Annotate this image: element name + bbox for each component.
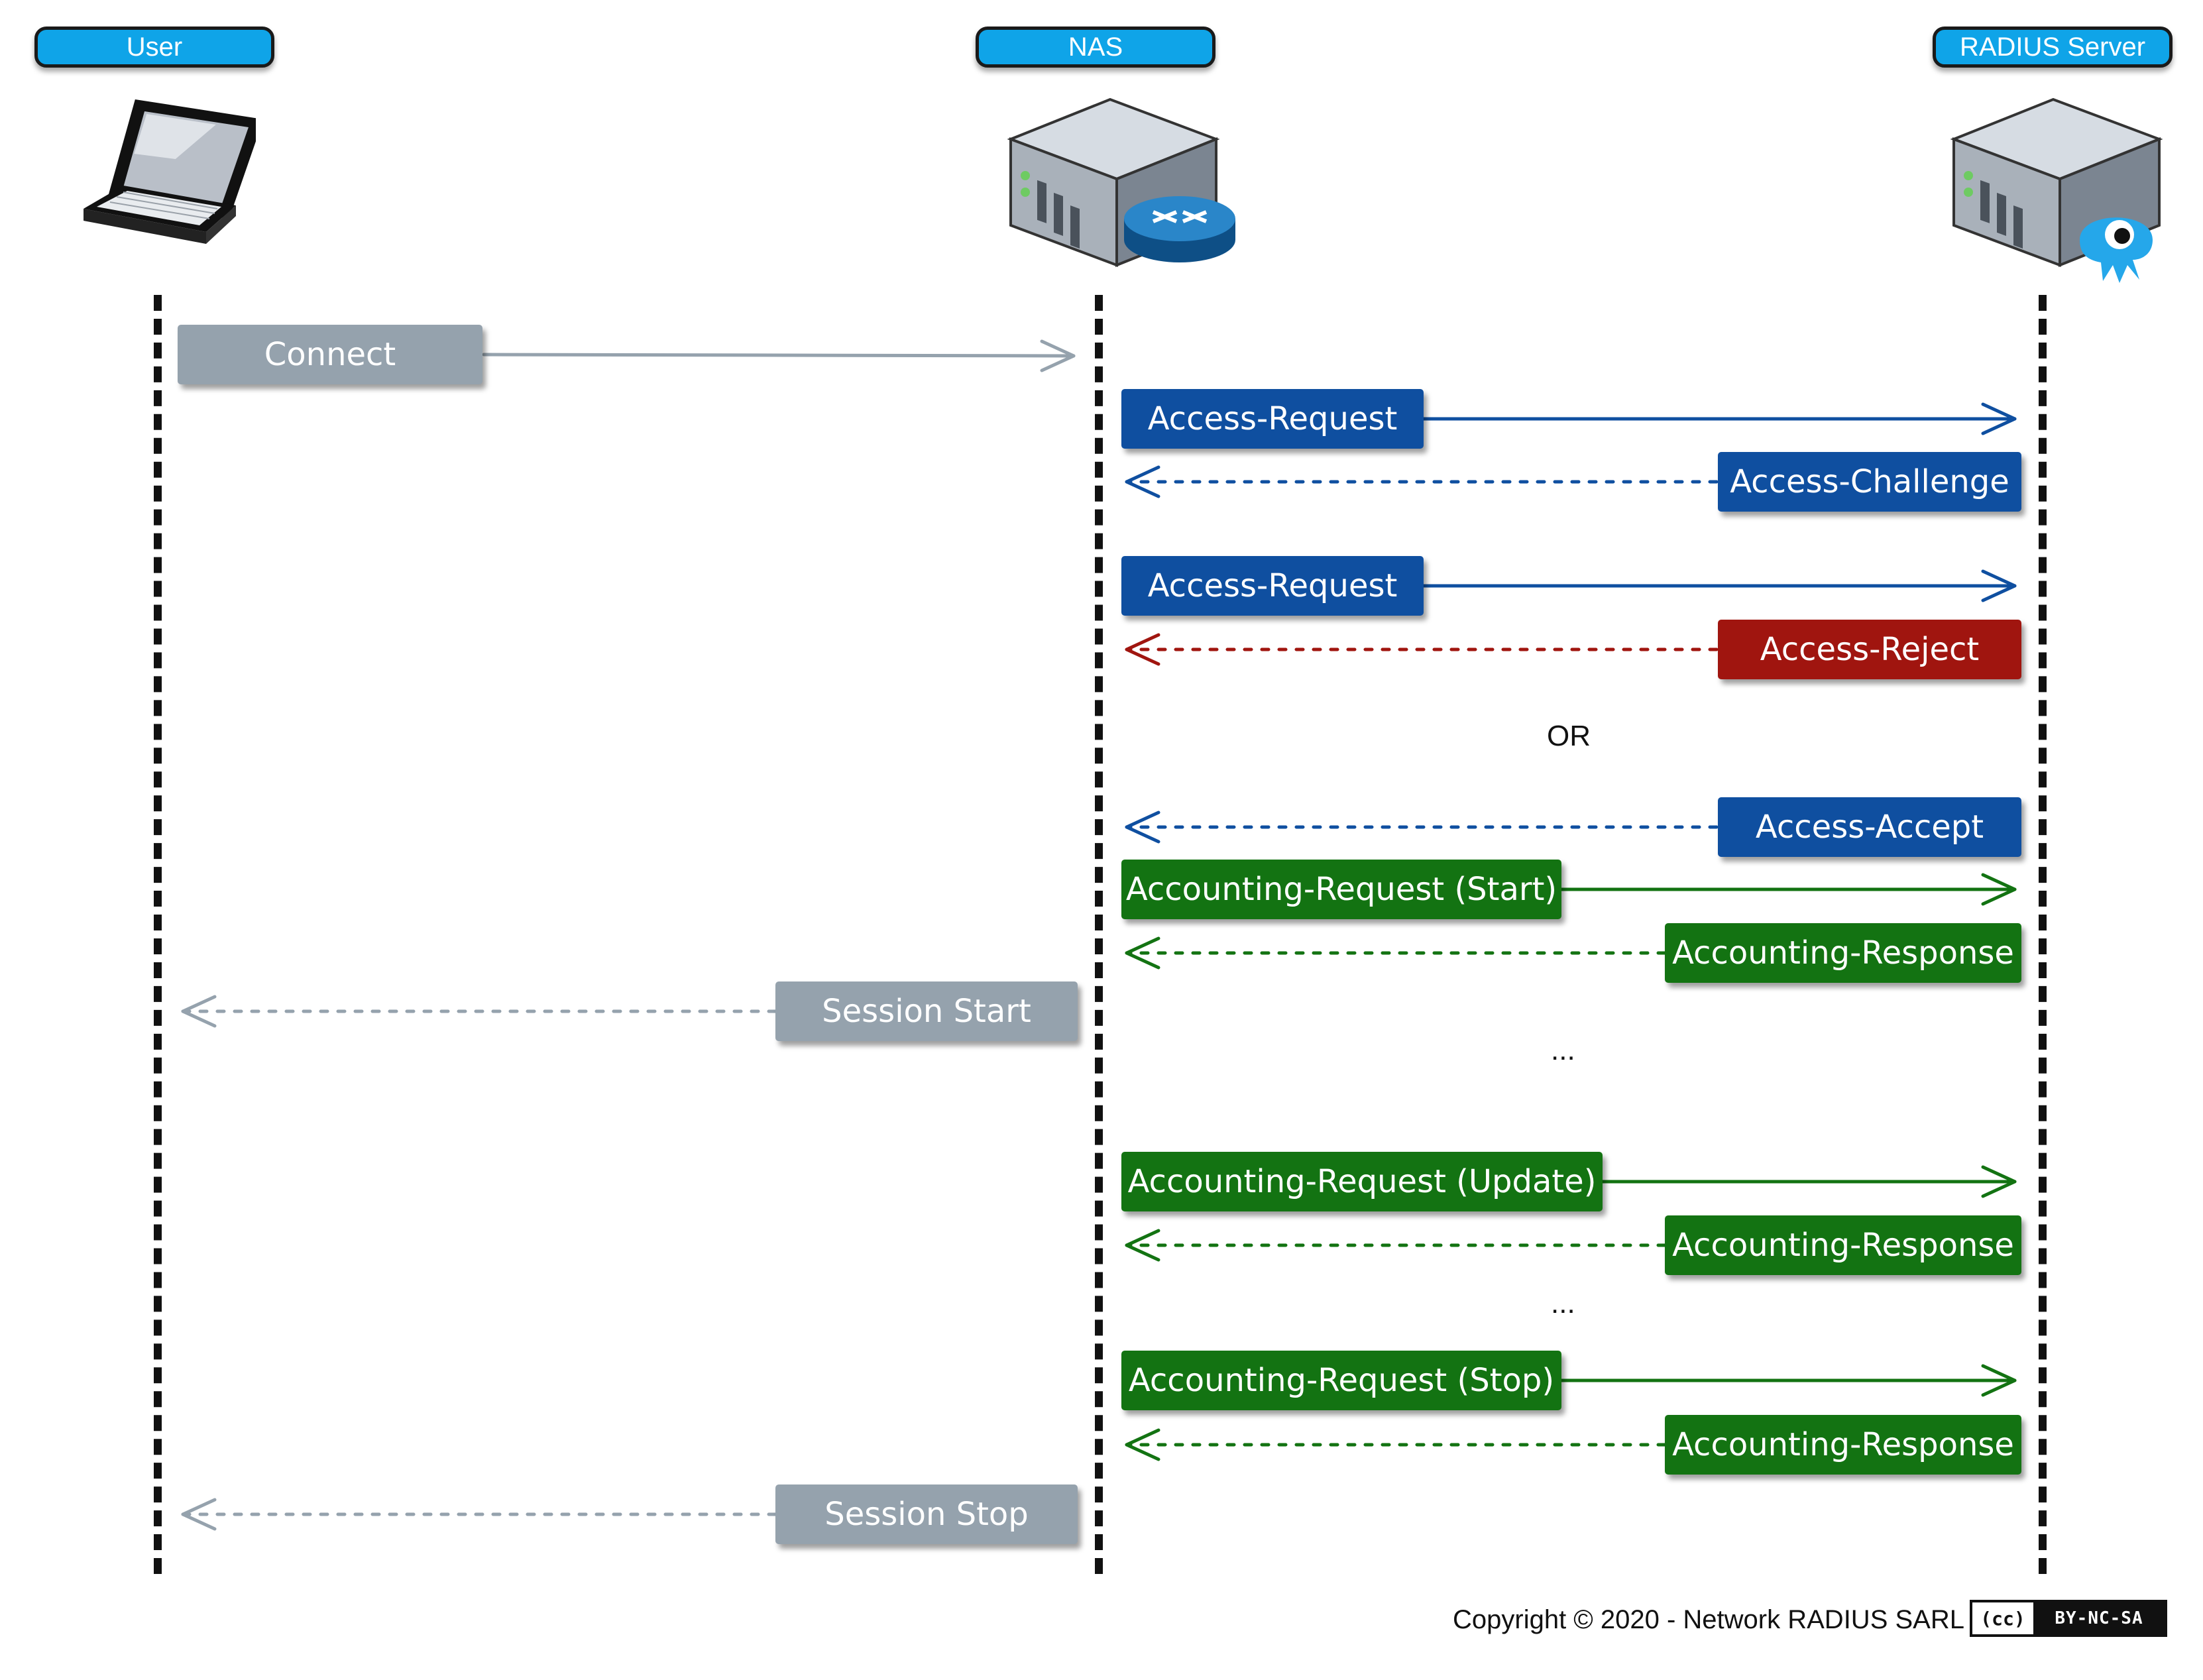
msg-acct-request-stop-label: Accounting-Request (Stop): [1128, 1362, 1555, 1399]
copyright-text: Copyright © 2020 - Network RADIUS SARL: [1453, 1605, 1964, 1634]
lifeline-user: [154, 295, 162, 1574]
actor-user-header: User: [34, 27, 274, 68]
cc-license-badge: (cc) BY-NC-SA: [1970, 1600, 2167, 1637]
msg-access-reject: Access-Reject: [1718, 620, 2021, 679]
actor-nas-header: NAS: [976, 27, 1215, 68]
msg-session-start-label: Session Start: [822, 993, 1031, 1030]
lifeline-nas: [1095, 295, 1103, 1574]
msg-connect-label: Connect: [264, 336, 396, 373]
actor-radius-label: RADIUS Server: [1959, 32, 2146, 62]
msg-session-start: Session Start: [775, 981, 1078, 1041]
msg-access-accept-label: Access-Accept: [1755, 809, 1984, 846]
msg-acct-request-update: Accounting-Request (Update): [1121, 1152, 1603, 1211]
msg-acct-response-3: Accounting-Response: [1665, 1415, 2021, 1475]
cc-icon: (cc): [1972, 1602, 2033, 1634]
msg-access-accept: Access-Accept: [1718, 797, 2021, 857]
msg-acct-response-1: Accounting-Response: [1665, 923, 2021, 983]
msg-acct-request-update-label: Accounting-Request (Update): [1127, 1163, 1597, 1200]
msg-access-request-2-label: Access-Request: [1147, 567, 1398, 604]
separator-ellipsis-1: ...: [1551, 1034, 1575, 1066]
freeradius-logo-icon: [2080, 217, 2153, 283]
actor-radius-header: RADIUS Server: [1933, 27, 2173, 68]
msg-acct-request-start-label: Accounting-Request (Start): [1125, 871, 1557, 908]
msg-acct-response-2: Accounting-Response: [1665, 1215, 2021, 1275]
actor-user-label: User: [126, 32, 183, 62]
arrow-connect: [482, 353, 1076, 358]
separator-ellipsis-2: ...: [1551, 1287, 1575, 1319]
msg-access-challenge-label: Access-Challenge: [1730, 463, 2009, 500]
msg-access-challenge: Access-Challenge: [1718, 452, 2021, 512]
cc-license-terms: BY-NC-SA: [2033, 1602, 2165, 1634]
msg-access-request-1-label: Access-Request: [1147, 400, 1398, 437]
msg-acct-request-start: Accounting-Request (Start): [1121, 860, 1561, 919]
msg-acct-response-3-label: Accounting-Response: [1672, 1426, 2014, 1463]
msg-acct-response-1-label: Accounting-Response: [1672, 934, 2014, 972]
actor-nas-label: NAS: [1068, 32, 1123, 62]
separator-or: OR: [1547, 720, 1591, 752]
msg-acct-response-2-label: Accounting-Response: [1672, 1227, 2014, 1264]
msg-access-request-1: Access-Request: [1121, 389, 1424, 449]
router-icon: [1124, 196, 1235, 262]
msg-access-reject-label: Access-Reject: [1760, 631, 1980, 668]
msg-acct-request-stop: Accounting-Request (Stop): [1121, 1351, 1561, 1410]
laptop-icon: [84, 99, 256, 244]
msg-session-stop: Session Stop: [775, 1484, 1078, 1544]
msg-access-request-2: Access-Request: [1121, 556, 1424, 616]
lifeline-radius: [2039, 295, 2047, 1574]
msg-connect: Connect: [178, 325, 482, 384]
msg-session-stop-label: Session Stop: [824, 1496, 1029, 1533]
